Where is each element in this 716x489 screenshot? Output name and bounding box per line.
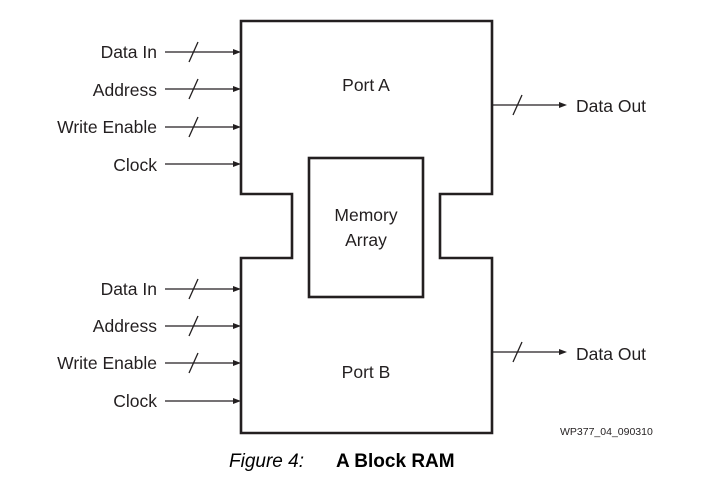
arrowhead-icon <box>233 398 241 404</box>
bus-slash-icon <box>512 341 523 363</box>
figure-caption-title: A Block RAM <box>336 451 455 472</box>
bus-slash-icon <box>188 78 199 100</box>
port-b-input-write-enable-label: Write Enable <box>57 353 157 373</box>
port-a-input-address-label: Address <box>93 80 157 100</box>
arrowhead-icon <box>233 323 241 329</box>
port-a-label: Port A <box>342 75 390 95</box>
port-b-output-data-out-wire <box>492 341 567 363</box>
port-b-input-write-enable-wire <box>165 352 241 374</box>
bus-slash-icon <box>188 116 199 138</box>
ram-block-outline <box>239 19 494 435</box>
port-a-input-data-in-wire <box>165 41 241 63</box>
arrowhead-icon <box>233 124 241 130</box>
port-b-input-data-in-wire <box>165 278 241 300</box>
port-a-output-data-out-wire <box>492 94 567 116</box>
figure-caption-number: Figure 4: <box>229 451 304 472</box>
arrowhead-icon <box>559 349 567 355</box>
memory-array-box <box>307 156 425 299</box>
port-a-input-data-in-label: Data In <box>101 42 157 62</box>
port-b-input-data-in-label: Data In <box>101 279 157 299</box>
port-b-label: Port B <box>342 362 391 382</box>
port-a-output-data-out-label: Data Out <box>576 96 646 116</box>
bus-slash-icon <box>188 352 199 374</box>
bus-slash-icon <box>512 94 523 116</box>
arrowhead-icon <box>559 102 567 108</box>
port-a-input-write-enable-label: Write Enable <box>57 117 157 137</box>
arrowhead-icon <box>233 49 241 55</box>
arrowhead-icon <box>233 360 241 366</box>
bus-slash-icon <box>188 278 199 300</box>
bus-slash-icon <box>188 315 199 337</box>
port-a-input-clock-wire <box>165 161 241 167</box>
memory-label-line2: Array <box>345 230 387 250</box>
port-b-input-address-label: Address <box>93 316 157 336</box>
figure-id: WP377_04_090310 <box>560 426 653 438</box>
port-a-input-clock-label: Clock <box>113 155 157 175</box>
arrowhead-icon <box>233 286 241 292</box>
memory-label-line1: Memory <box>334 205 397 225</box>
port-b-output-data-out-label: Data Out <box>576 344 646 364</box>
bus-slash-icon <box>188 41 199 63</box>
arrowhead-icon <box>233 86 241 92</box>
port-b-input-clock-label: Clock <box>113 391 157 411</box>
port-a-input-address-wire <box>165 78 241 100</box>
port-b-input-address-wire <box>165 315 241 337</box>
port-b-input-clock-wire <box>165 398 241 404</box>
port-a-input-write-enable-wire <box>165 116 241 138</box>
arrowhead-icon <box>233 161 241 167</box>
